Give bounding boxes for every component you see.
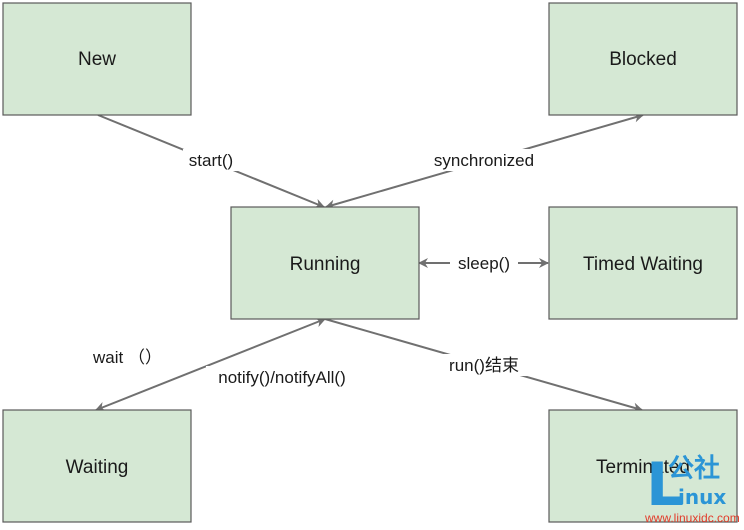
state-new: New <box>2 2 192 116</box>
label-notify: notify()/notifyAll() <box>218 368 346 387</box>
state-timed-waiting-label: Timed Waiting <box>583 254 703 275</box>
label-synchronized: synchronized <box>434 151 534 170</box>
state-terminated-label: Terminated <box>596 457 690 478</box>
state-waiting: Waiting <box>2 409 192 523</box>
linuxidc-watermark-logo: L 公社 inux www.linuxidc.com <box>644 450 740 525</box>
watermark-inux: inux <box>678 485 726 509</box>
label-start: start() <box>189 151 233 170</box>
edge-labels: start() synchronized sleep() wait （） not… <box>92 149 546 388</box>
label-wait: wait （） <box>92 348 162 367</box>
state-blocked: Blocked <box>548 2 738 116</box>
state-new-label: New <box>78 49 116 70</box>
state-waiting-label: Waiting <box>66 457 129 478</box>
watermark-big-l: L <box>646 450 684 520</box>
label-sleep: sleep() <box>458 254 510 273</box>
state-terminated: Terminated <box>548 409 738 523</box>
state-blocked-label: Blocked <box>609 49 677 70</box>
state-timed-waiting: Timed Waiting <box>548 206 738 320</box>
label-run-end: run()结束 <box>449 356 519 375</box>
state-running: Running <box>230 206 420 320</box>
edge-wait-notify <box>95 317 326 412</box>
state-running-label: Running <box>290 254 361 275</box>
watermark-cn-text: 公社 <box>668 453 720 484</box>
watermark-url: www.linuxidc.com <box>644 511 740 525</box>
